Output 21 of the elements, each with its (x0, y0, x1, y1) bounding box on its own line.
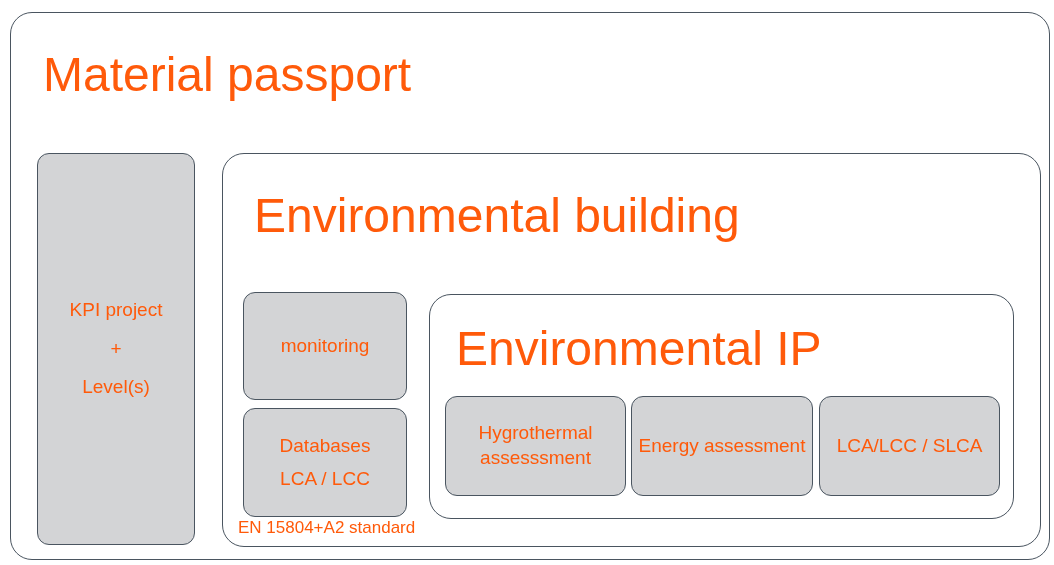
panel-heading: Environmental building (254, 192, 740, 240)
component-box (243, 292, 407, 400)
box-label: Level(s) (81, 375, 151, 400)
component-box (37, 153, 195, 545)
component-box (631, 396, 813, 496)
box-label: LCA/LCC / SLCA (835, 433, 984, 458)
group-panel (429, 294, 1014, 519)
component-box (445, 396, 626, 496)
panel-heading: Environmental IP (456, 325, 822, 373)
box-label: Hygrothermal assesssment (477, 421, 594, 470)
component-box (819, 396, 1000, 496)
box-label: Databases (278, 433, 372, 458)
standard-note: EN 15804+A2 standard (238, 518, 416, 538)
box-label: LCA / LCC (279, 466, 371, 491)
box-label: + (109, 336, 123, 361)
panel-heading: Material passport (43, 51, 412, 99)
group-panel (222, 153, 1041, 547)
box-label: monitoring (279, 333, 371, 358)
group-panel (10, 12, 1050, 560)
box-label: KPI project (68, 297, 164, 322)
box-label: Energy assessment (637, 433, 807, 458)
